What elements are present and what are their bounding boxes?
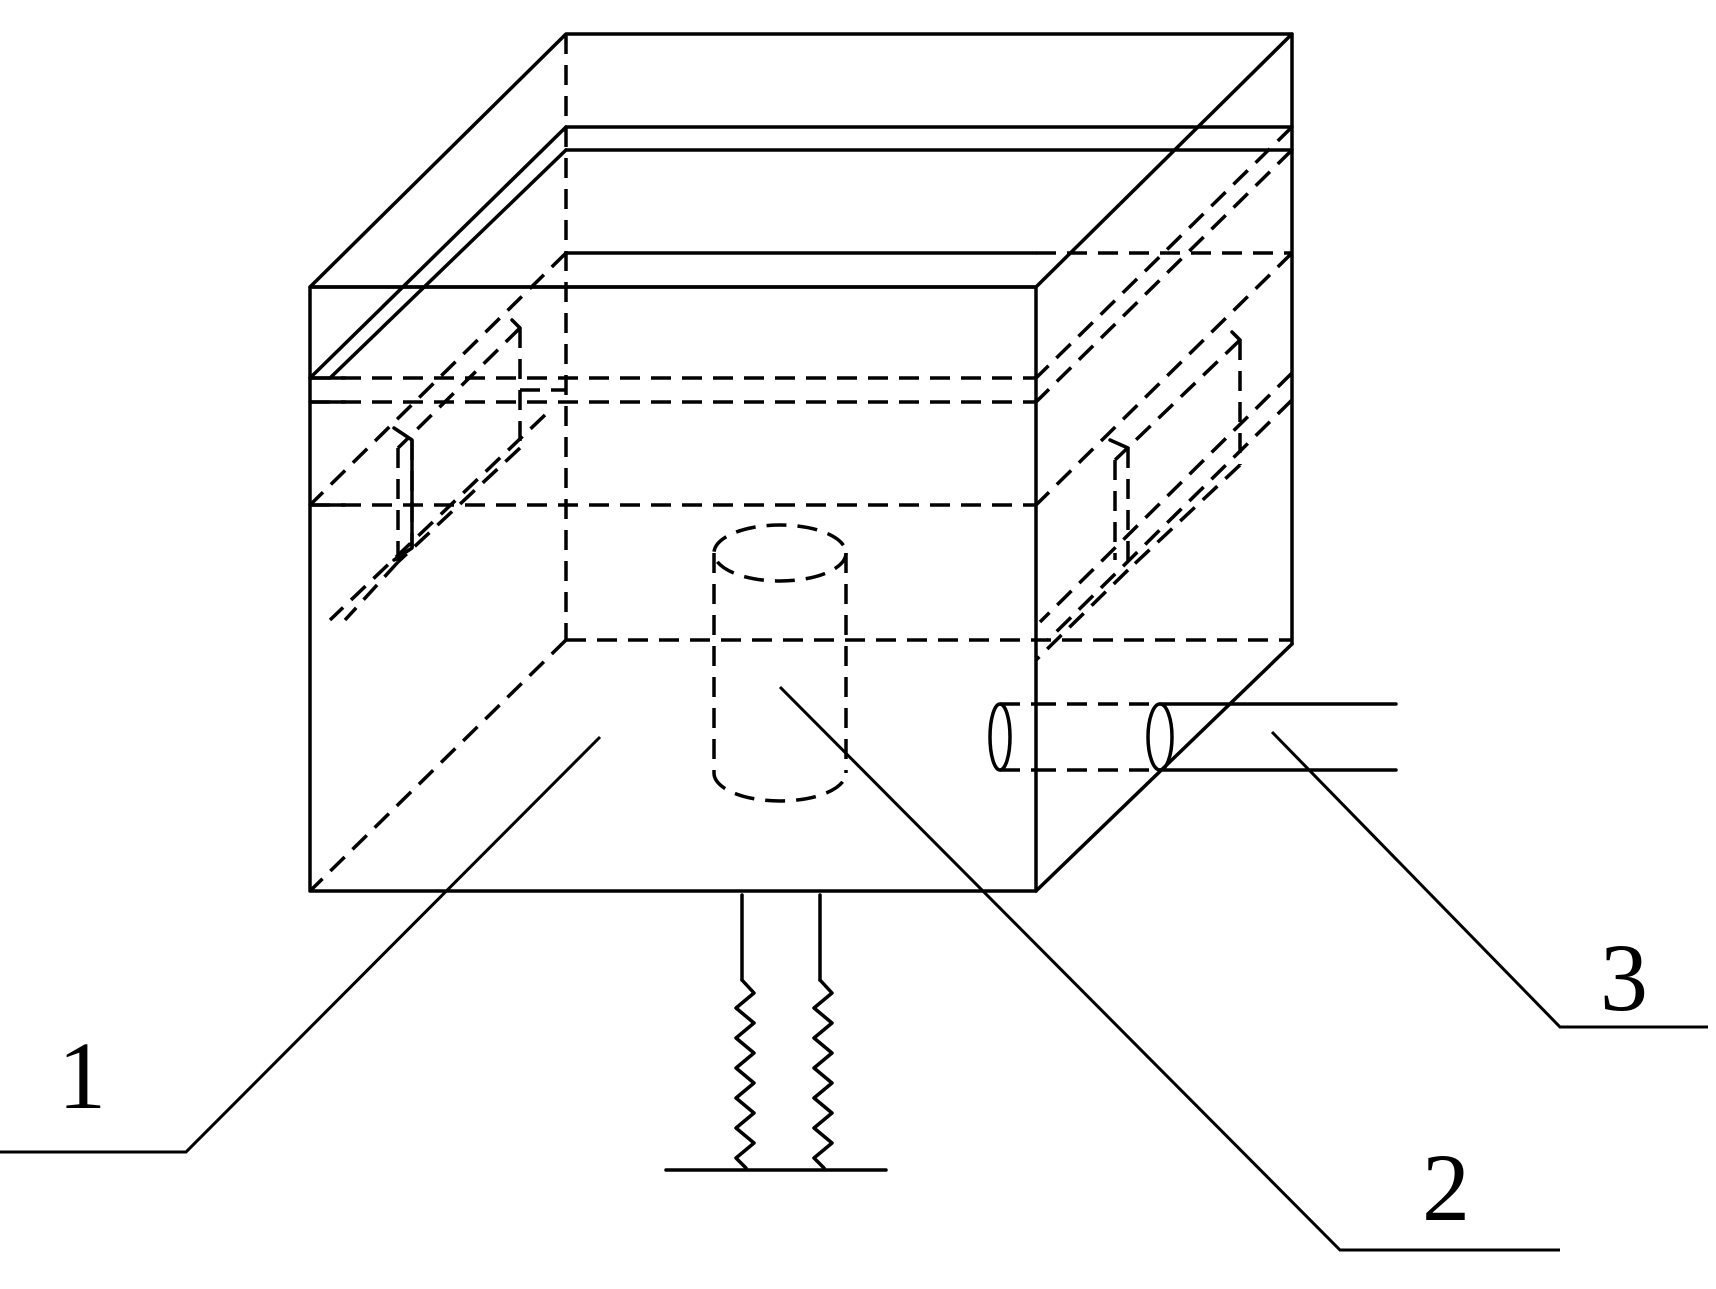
box-top-face: [308, 32, 1294, 289]
left-side-bracket: [328, 318, 566, 622]
leader-lines: [0, 685, 1708, 1252]
left-bracket-line: [343, 560, 400, 622]
right-side-bracket: [1034, 330, 1242, 662]
label-housing-1: 1: [58, 1022, 106, 1129]
internal-cylinder: [712, 523, 848, 803]
left-bracket-line: [396, 326, 522, 450]
pipe-inner-end: [988, 702, 1012, 772]
pipe-wall-ellipse: [1146, 702, 1174, 772]
right-face-lower-diagonal: [1046, 398, 1294, 642]
left-bracket-line: [396, 446, 522, 564]
box-housing: [308, 32, 1294, 893]
plate-right-diagonal-hidden: [1034, 251, 1294, 507]
cylinder-top-ellipse: [712, 523, 848, 583]
right-bracket-tab: [1108, 438, 1130, 450]
leg-left-spring: [734, 978, 756, 1170]
plate-right-diagonal-hidden: [1034, 148, 1294, 404]
leader-line-3: [1270, 730, 1708, 1029]
right-face-lower-diagonal: [1038, 371, 1294, 624]
right-bracket-line: [1126, 463, 1242, 572]
label-cylinder-2: 2: [1422, 1134, 1470, 1241]
side-pipe: [988, 702, 1398, 772]
left-bracket-tab: [510, 318, 522, 330]
support-legs: [664, 893, 888, 1172]
leader-line-1: [0, 735, 602, 1154]
plate-left-diagonal: [328, 148, 568, 380]
hidden-bottom-diagonal-edge: [308, 638, 568, 893]
plate-left-diagonal: [308, 125, 568, 380]
leg-right-spring: [812, 978, 834, 1170]
leader-line-2: [778, 685, 1560, 1252]
right-bracket-tab: [1230, 330, 1242, 342]
inner-top-plate: [308, 125, 1294, 642]
cylinder-bottom-arc: [712, 772, 848, 803]
plate-right-diagonal-hidden: [1034, 125, 1294, 380]
left-bracket-tab: [392, 426, 414, 562]
front-bands: [308, 376, 1036, 507]
right-bracket-line: [1034, 568, 1130, 662]
left-bracket-line: [328, 413, 547, 622]
label-side-pipe-3: 3: [1600, 924, 1648, 1031]
